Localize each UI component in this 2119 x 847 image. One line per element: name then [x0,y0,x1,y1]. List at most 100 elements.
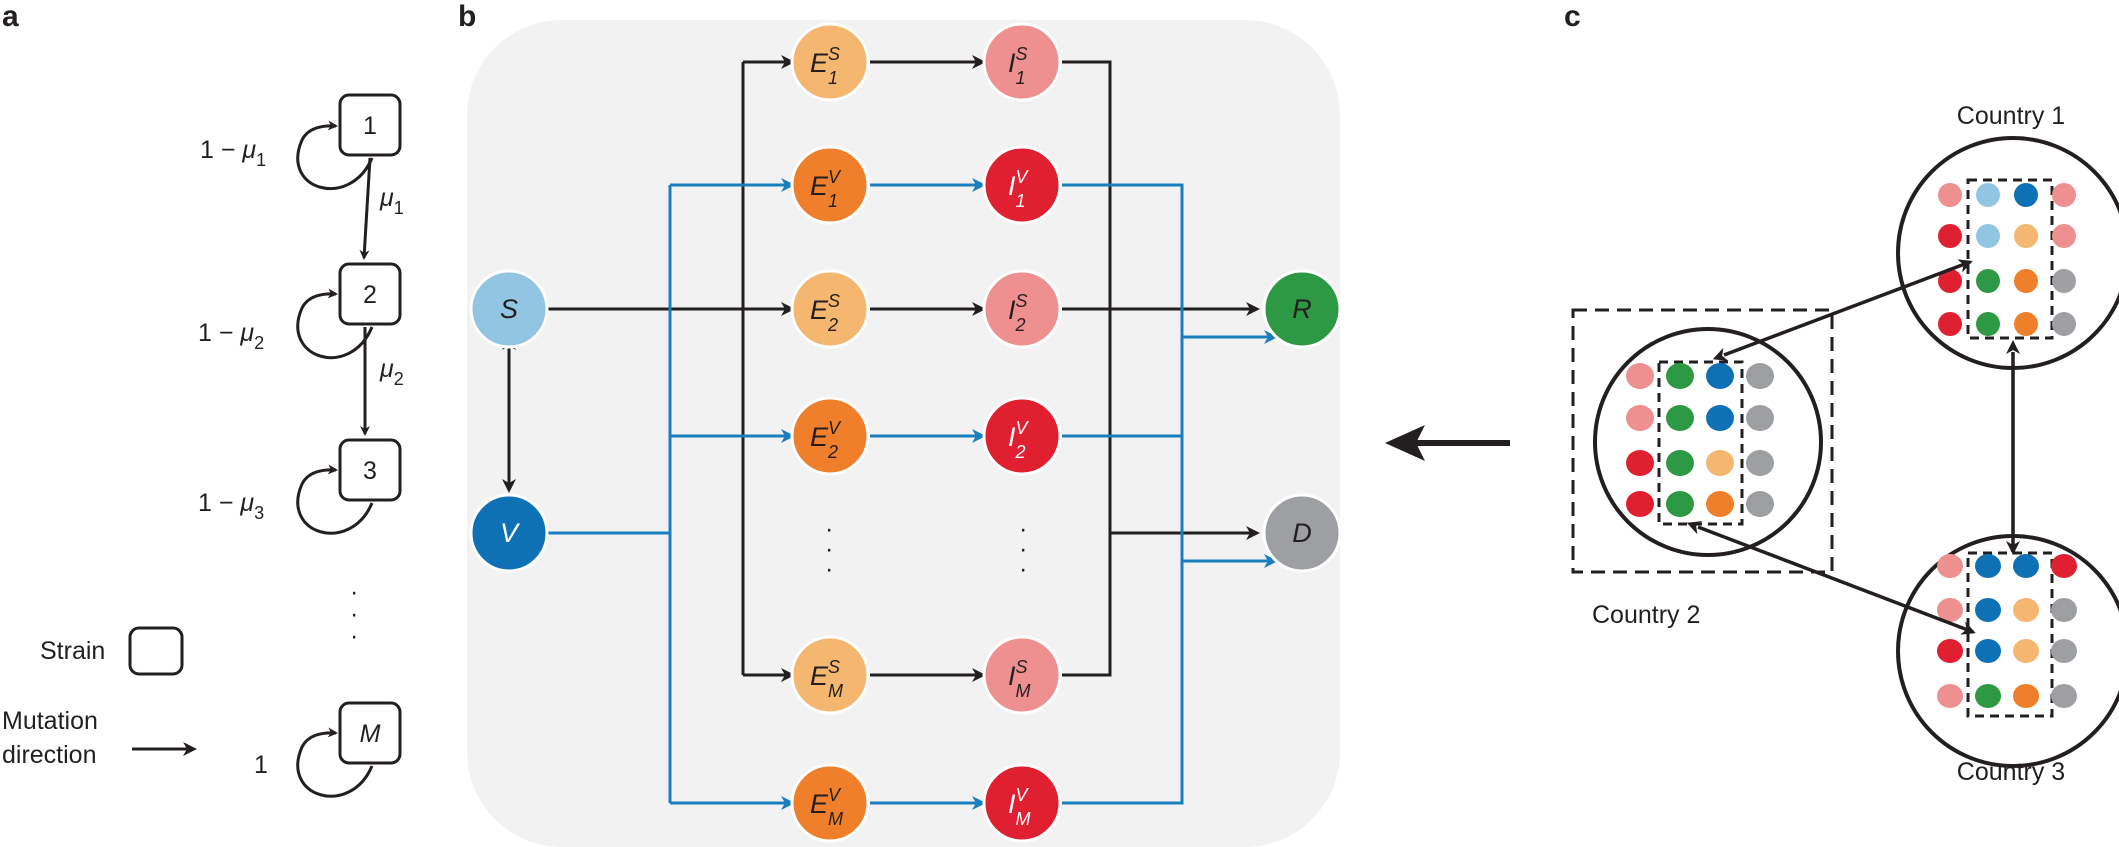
population-dot [1626,405,1654,431]
node-d: D [1262,493,1342,573]
country-1: Country 1 [1896,102,2119,370]
self-loop-arrow [296,464,374,535]
population-dot [2052,224,2076,248]
panel-b-label: b [458,0,476,33]
population-dot [2051,598,2077,622]
population-dot [1706,405,1734,431]
country-label: Country 2 [1592,601,1700,629]
svg-text:EVM: EVM [810,785,843,829]
svg-text:IV2: IV2 [1008,418,1030,462]
population-dot [2013,554,2039,578]
population-dot [2014,183,2038,207]
svg-text:·: · [825,555,833,583]
population-dot [2052,269,2076,293]
population-dot [1976,183,2000,207]
population-dot [1976,269,2000,293]
svg-text:·: · [1019,555,1027,583]
node-v: V [469,493,549,573]
country-2: Country 2 [1571,308,1834,629]
node-s: S [469,269,549,349]
svg-text:R: R [1292,294,1312,324]
population-dot [1976,224,2000,248]
strain-label: 2 [363,281,377,309]
svg-text:IS1: IS1 [1008,44,1028,88]
svg-text:EV2: EV2 [810,418,842,462]
population-dot [2013,639,2039,663]
panel-b-background [467,20,1340,847]
migration-arrows [1686,259,2020,635]
legend-strain-label: Strain [40,637,105,665]
population-dot [2014,224,2038,248]
svg-text:·: · [1019,515,1027,543]
population-dot [1938,224,1962,248]
svg-text:IVM: IVM [1008,785,1031,829]
panel-link-arrow [1385,425,1510,461]
strain-node-1: 1 [338,93,402,157]
svg-text:·: · [1019,535,1027,563]
strain-label: 1 [363,112,377,140]
population-dot [1746,405,1774,431]
svg-text:EV1: EV1 [810,167,842,211]
population-dot [1706,363,1734,389]
population-dot [1975,684,2001,708]
population-dot [2013,684,2039,708]
svg-text:IV1: IV1 [1008,167,1030,211]
population-dot [1975,639,2001,663]
population-dot [1937,684,1963,708]
panel-c: c Country 1 Country 2 Country 3 [1564,0,2119,786]
population-dot [1626,363,1654,389]
legend-mutation-label: direction [2,741,97,769]
population-dot [2014,312,2038,336]
population-dot [1666,491,1694,517]
svg-text:V: V [500,518,521,548]
population-dot [1746,491,1774,517]
population-dot [1626,450,1654,476]
svg-text:ES2: ES2 [810,291,840,335]
population-dot [1666,450,1694,476]
self-prob-label: 1 [254,751,268,779]
self-loop-arrow [296,727,374,798]
population-dot [1706,491,1734,517]
unvaccinated-flows [502,55,1260,682]
legend-strain-box [128,626,184,676]
self-prob-label: 1 − μ1 [200,136,266,170]
svg-text:·: · [350,622,358,650]
population-dot [1937,554,1963,578]
svg-text:IS2: IS2 [1008,291,1028,335]
node-r: R [1262,269,1342,349]
self-loop-arrow [296,120,374,190]
country-3: Country 3 [1896,534,2119,786]
population-dot [2013,598,2039,622]
svg-text:D: D [1292,518,1312,548]
population-dot [1975,598,2001,622]
population-dot [1937,639,1963,663]
svg-text:ESM: ESM [810,657,843,701]
vertical-ellipsis: · · · [825,515,833,583]
svg-text:ISM: ISM [1008,657,1031,701]
population-dot [2052,183,2076,207]
mutation-rate-label: μ2 [379,355,404,389]
population-dot [1975,554,2001,578]
country-label: Country 1 [1957,102,2065,130]
population-dot [1666,405,1694,431]
svg-text:·: · [825,515,833,543]
self-loop-arrow [296,288,374,360]
vertical-ellipsis: · · · [350,578,358,650]
strain-label: M [360,720,381,748]
population-dot [1706,450,1734,476]
vertical-ellipsis: · · · [1019,515,1027,583]
population-dot [2051,639,2077,663]
population-dot [1746,363,1774,389]
svg-text:·: · [825,535,833,563]
